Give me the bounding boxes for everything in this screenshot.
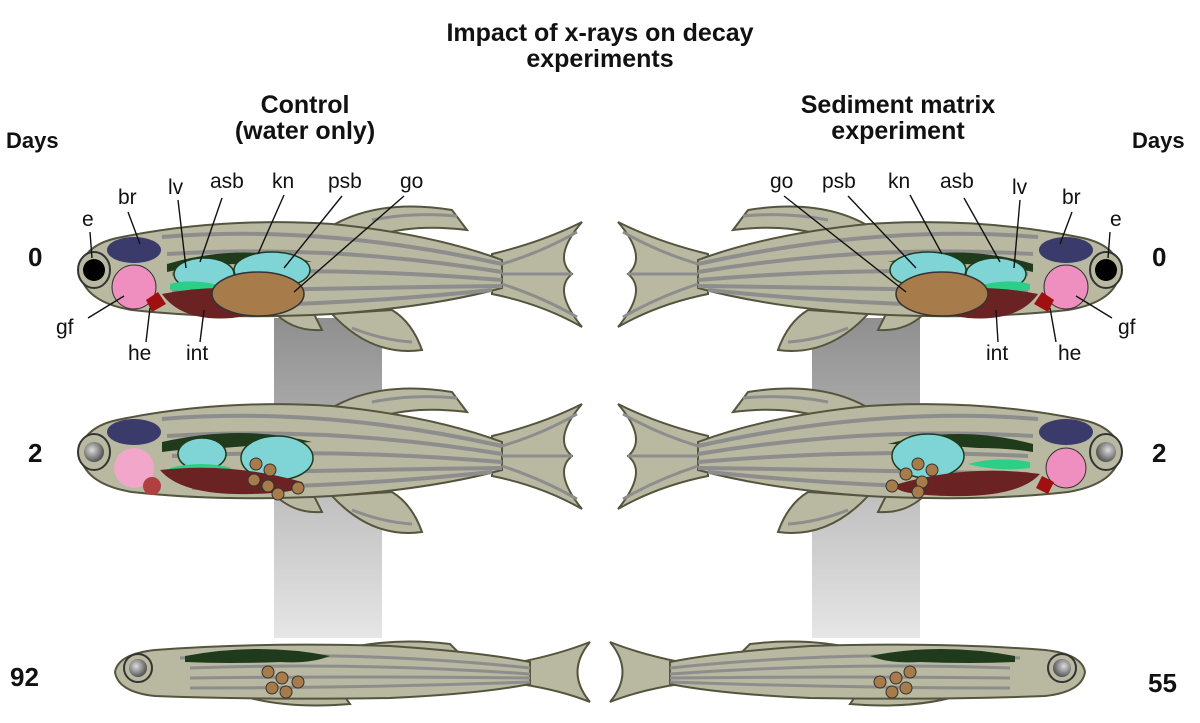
- fish-sediment-day0: [616, 204, 1123, 353]
- brain-shape: [107, 237, 161, 263]
- label-asb-right: asb: [940, 170, 974, 193]
- label-gill-right: gf: [1118, 316, 1136, 339]
- liver-shape: [170, 281, 222, 291]
- label-heart-right: he: [1058, 342, 1082, 365]
- fish-sediment-day55: [608, 640, 1087, 707]
- gill-shape: [111, 264, 157, 310]
- label-psb-left: psb: [328, 170, 362, 193]
- control-heading-line1: Control: [260, 91, 350, 119]
- day-left-2: 92: [10, 662, 39, 692]
- label-heart-left: he: [128, 342, 152, 365]
- label-gonad-left: go: [400, 170, 424, 193]
- label-asb-left: asb: [210, 170, 244, 193]
- day-left-0: 0: [28, 242, 43, 272]
- label-gill-left: gf: [56, 316, 74, 339]
- days-label-right: Days: [1132, 128, 1185, 153]
- days-label-left: Days: [6, 128, 59, 153]
- figure-title-line1: Impact of x-rays on decay: [446, 19, 754, 47]
- leader-lines-sediment: [783, 194, 1113, 343]
- label-gonad-right: go: [770, 170, 794, 193]
- gonad-shape: [211, 271, 305, 317]
- fish-control-day0: [77, 204, 584, 353]
- label-brain-right: br: [1062, 186, 1081, 209]
- label-eye-right: e: [1110, 208, 1122, 231]
- heart-shape: [146, 292, 166, 312]
- label-intestine-left: int: [186, 342, 209, 365]
- fish-control-day92: [113, 640, 592, 707]
- label-kidney-left: kn: [272, 170, 295, 193]
- leader-lines-control: [87, 194, 405, 343]
- fish-control-day2: [77, 386, 584, 535]
- day-right-1: 2: [1152, 438, 1167, 468]
- label-liver-right: lv: [1012, 176, 1028, 199]
- fish-sediment-day2: [616, 386, 1123, 535]
- control-heading-line2: (water only): [234, 117, 376, 145]
- label-brain-left: br: [118, 186, 137, 209]
- label-kidney-right: kn: [888, 170, 911, 193]
- label-psb-right: psb: [822, 170, 856, 193]
- label-intestine-right: int: [986, 342, 1009, 365]
- sediment-heading-line1: Sediment matrix: [800, 91, 996, 119]
- label-liver-left: lv: [168, 176, 184, 199]
- day-right-0: 0: [1152, 242, 1167, 272]
- sediment-heading-line2: experiment: [831, 117, 965, 145]
- figure-title-line2: experiments: [526, 45, 674, 73]
- label-eye-left: e: [82, 208, 94, 231]
- day-right-2: 55: [1148, 668, 1177, 698]
- day-left-1: 2: [28, 438, 43, 468]
